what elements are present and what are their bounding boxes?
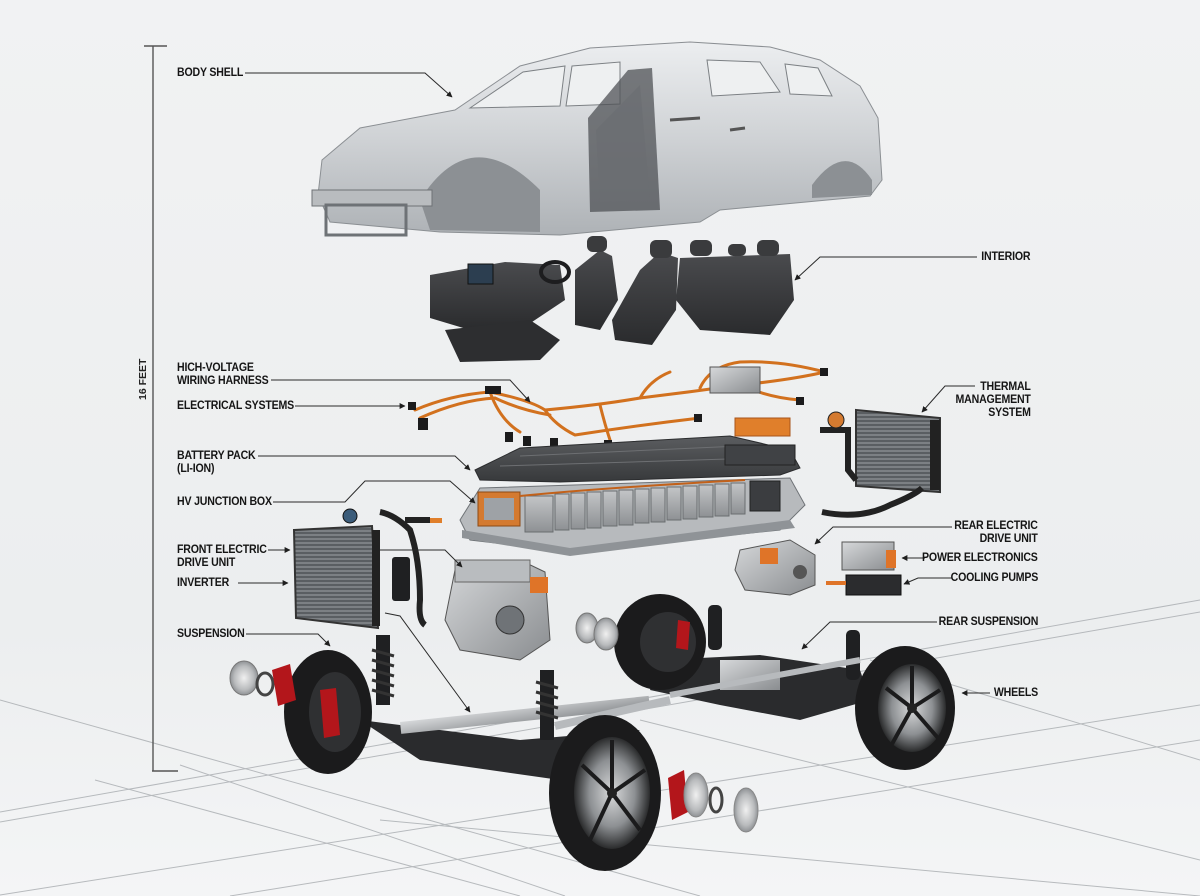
front-right-brake-assembly bbox=[668, 770, 759, 833]
rear-left-wheel bbox=[614, 594, 706, 690]
callout-rear-suspension: REAR SUSPENSION bbox=[938, 616, 1038, 628]
rear-suspension-illustration bbox=[650, 605, 870, 720]
callout-thermal-management-system: THERMAL MANAGEMENT SYSTEM bbox=[955, 381, 1031, 419]
callout-suspension: SUSPENSION bbox=[177, 628, 245, 640]
callout-interior: INTERIOR bbox=[980, 251, 1030, 263]
callout-body-shell: BODY SHELL bbox=[177, 67, 244, 79]
rear-drive-unit-illustration bbox=[734, 539, 816, 596]
front-left-wheel bbox=[284, 650, 372, 774]
callout-wheels: WHEELS bbox=[993, 687, 1038, 699]
body-shell-illustration bbox=[311, 41, 883, 237]
harness-module bbox=[709, 366, 761, 394]
battery-cells bbox=[524, 480, 781, 533]
cooling-pumps-illustration bbox=[826, 574, 902, 596]
callout-front-electric-drive-unit: FRONT ELECTRIC DRIVE UNIT bbox=[177, 544, 267, 569]
front-drive-unit-illustration bbox=[444, 559, 551, 661]
power-electronics-illustration bbox=[841, 541, 896, 571]
rear-right-wheel bbox=[855, 646, 955, 770]
front-right-wheel bbox=[549, 715, 661, 871]
front-left-brake-assembly bbox=[229, 660, 296, 706]
scale-label: 16 FEET bbox=[137, 358, 149, 400]
rear-left-brake-discs bbox=[575, 612, 619, 651]
front-radiator-illustration bbox=[292, 508, 442, 630]
callout-rear-electric-drive-unit: REAR ELECTRIC DRIVE UNIT bbox=[954, 520, 1039, 545]
leader-lines bbox=[238, 72, 990, 713]
callout-cooling-pumps: COOLING PUMPS bbox=[950, 572, 1038, 584]
callout-battery-pack: BATTERY PACK (LI-ION) bbox=[177, 450, 256, 475]
callout-electrical-systems: ELECTRICAL SYSTEMS bbox=[177, 400, 295, 412]
interior-illustration bbox=[430, 236, 794, 362]
callout-power-electronics: POWER ELECTRONICS bbox=[922, 552, 1038, 564]
callout-inverter: INVERTER bbox=[177, 577, 230, 589]
battery-pack-illustration bbox=[459, 435, 806, 556]
callout-hv-junction-box: HV JUNCTION BOX bbox=[177, 496, 272, 508]
orange-control-module bbox=[734, 417, 791, 437]
callout-hv-wiring-harness: HICH-VOLTAGE WIRING HARNESS bbox=[177, 362, 269, 387]
scale-bar bbox=[144, 45, 178, 772]
thermal-management-illustration bbox=[820, 408, 941, 518]
